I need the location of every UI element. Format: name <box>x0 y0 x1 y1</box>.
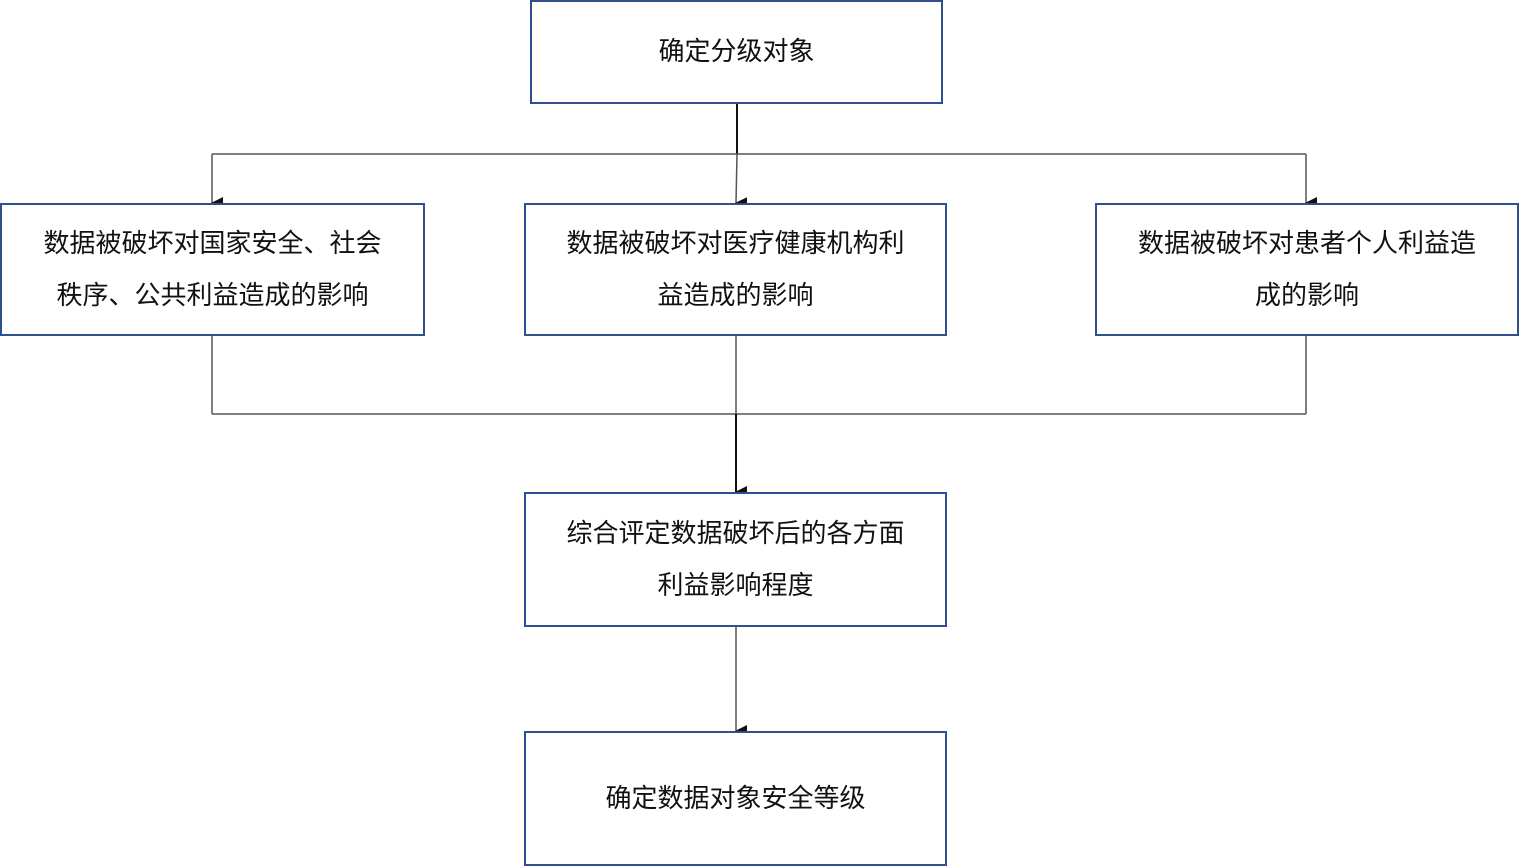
box-middle-line-2: 益造成的影响 <box>657 280 814 311</box>
box-impact-national-security: 数据被破坏对国家安全、社会 秩序、公共利益造成的影响 <box>0 203 425 336</box>
box-determine-security-level: 确定数据对象安全等级 <box>524 731 947 866</box>
box-final-label: 确定数据对象安全等级 <box>605 773 865 825</box>
box-final-line-1: 确定数据对象安全等级 <box>605 783 866 814</box>
arrow-to-middle-box <box>735 153 748 210</box>
box-top-label: 确定分级对象 <box>658 26 814 78</box>
box-right-label: 数据被破坏对患者个人利益造 成的影响 <box>1138 218 1476 322</box>
box-left-label: 数据被破坏对国家安全、社会 秩序、公共利益造成的影响 <box>43 218 381 322</box>
box-middle-line-1: 数据被破坏对医疗健康机构利 <box>566 228 905 259</box>
box-left-line-2: 秩序、公共利益造成的影响 <box>56 280 369 311</box>
box-evaluate-label: 综合评定数据破坏后的各方面 利益影响程度 <box>566 508 904 612</box>
box-left-line-1: 数据被破坏对国家安全、社会 <box>43 228 382 259</box>
box-impact-healthcare-institution: 数据被破坏对医疗健康机构利 益造成的影响 <box>524 203 947 336</box>
box-right-line-2: 成的影响 <box>1254 280 1359 311</box>
box-top-line-1: 确定分级对象 <box>658 37 815 67</box>
box-middle-label: 数据被破坏对医疗健康机构利 益造成的影响 <box>566 218 904 322</box>
box-evaluate-line-2: 利益影响程度 <box>657 570 814 601</box>
box-impact-patient-interest: 数据被破坏对患者个人利益造 成的影响 <box>1095 203 1519 336</box>
box-right-line-1: 数据被破坏对患者个人利益造 <box>1137 228 1476 259</box>
box-determine-classification-object: 确定分级对象 <box>530 0 943 104</box>
box-evaluate-line-1: 综合评定数据破坏后的各方面 <box>566 518 905 549</box>
box-comprehensive-evaluation: 综合评定数据破坏后的各方面 利益影响程度 <box>524 492 947 627</box>
